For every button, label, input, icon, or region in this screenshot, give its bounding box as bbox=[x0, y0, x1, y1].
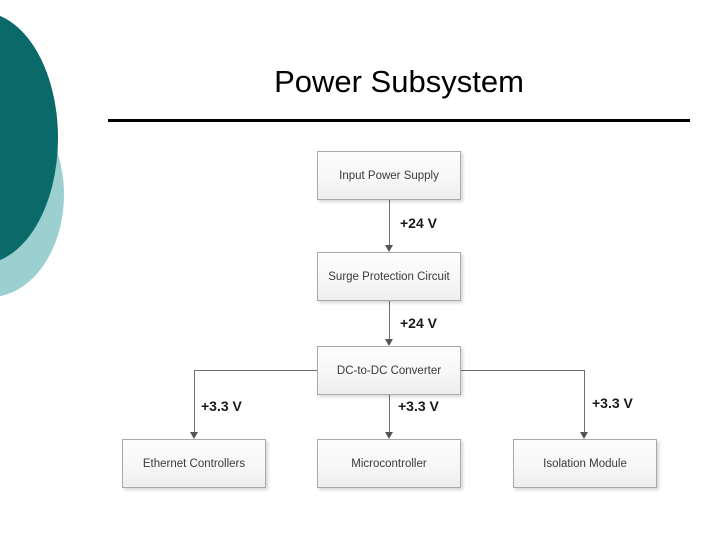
node-input-power-supply-label: Input Power Supply bbox=[339, 169, 439, 182]
arrowhead-input-to-surge-icon bbox=[385, 245, 393, 252]
connector-dcdc-to-isolation-horizontal bbox=[461, 370, 585, 371]
node-dc-to-dc-converter: DC-to-DC Converter bbox=[317, 346, 461, 395]
edge-label-dcdc-to-microcontroller: +3.3 V bbox=[398, 398, 439, 414]
node-microcontroller: Microcontroller bbox=[317, 439, 461, 488]
node-microcontroller-label: Microcontroller bbox=[351, 457, 427, 470]
node-isolation-module-label: Isolation Module bbox=[543, 457, 627, 470]
arrowhead-dcdc-to-microcontroller-icon bbox=[385, 432, 393, 439]
edge-label-dcdc-to-isolation: +3.3 V bbox=[592, 395, 633, 411]
slide-title: Power Subsystem bbox=[274, 64, 524, 99]
node-isolation-module: Isolation Module bbox=[513, 439, 657, 488]
node-dc-to-dc-converter-label: DC-to-DC Converter bbox=[336, 364, 442, 377]
connector-dcdc-to-ethernet-horizontal bbox=[194, 370, 318, 371]
arrowhead-dcdc-to-isolation-icon bbox=[580, 432, 588, 439]
edge-label-surge-to-dcdc: +24 V bbox=[400, 315, 437, 331]
arrowhead-dcdc-to-ethernet-icon bbox=[190, 432, 198, 439]
node-surge-protection-circuit: Surge Protection Circuit bbox=[317, 252, 461, 301]
arrowhead-surge-to-dcdc-icon bbox=[385, 339, 393, 346]
connector-surge-to-dcdc bbox=[389, 301, 390, 339]
connector-dcdc-to-ethernet-vertical bbox=[194, 370, 195, 432]
node-ethernet-controllers: Ethernet Controllers bbox=[122, 439, 266, 488]
connector-dcdc-to-microcontroller bbox=[389, 395, 390, 432]
node-ethernet-controllers-label: Ethernet Controllers bbox=[142, 457, 246, 470]
connector-input-to-surge bbox=[389, 200, 390, 245]
edge-label-input-to-surge: +24 V bbox=[400, 215, 437, 231]
connector-dcdc-to-isolation-vertical bbox=[584, 370, 585, 432]
title-underline-rule bbox=[108, 119, 690, 122]
edge-label-dcdc-to-ethernet: +3.3 V bbox=[201, 398, 242, 414]
node-surge-protection-circuit-label: Surge Protection Circuit bbox=[328, 270, 450, 283]
node-input-power-supply: Input Power Supply bbox=[317, 151, 461, 200]
